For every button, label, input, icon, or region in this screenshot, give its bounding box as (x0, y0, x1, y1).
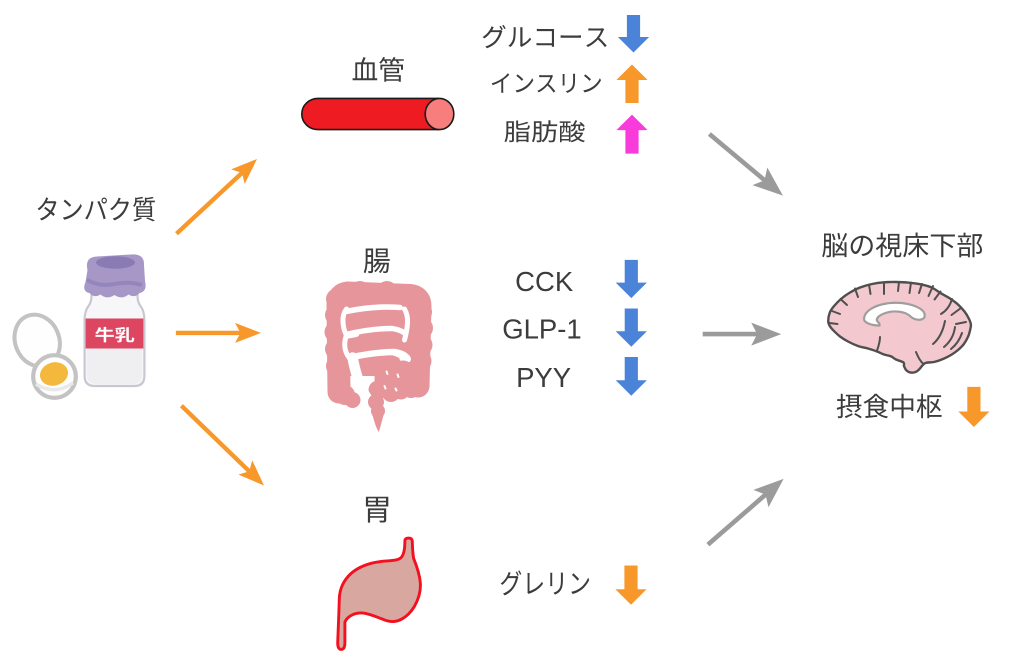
svg-text:PYY: PYY (516, 362, 571, 393)
svg-text:CCK: CCK (515, 266, 574, 297)
svg-text:GLP-1: GLP-1 (502, 314, 581, 345)
